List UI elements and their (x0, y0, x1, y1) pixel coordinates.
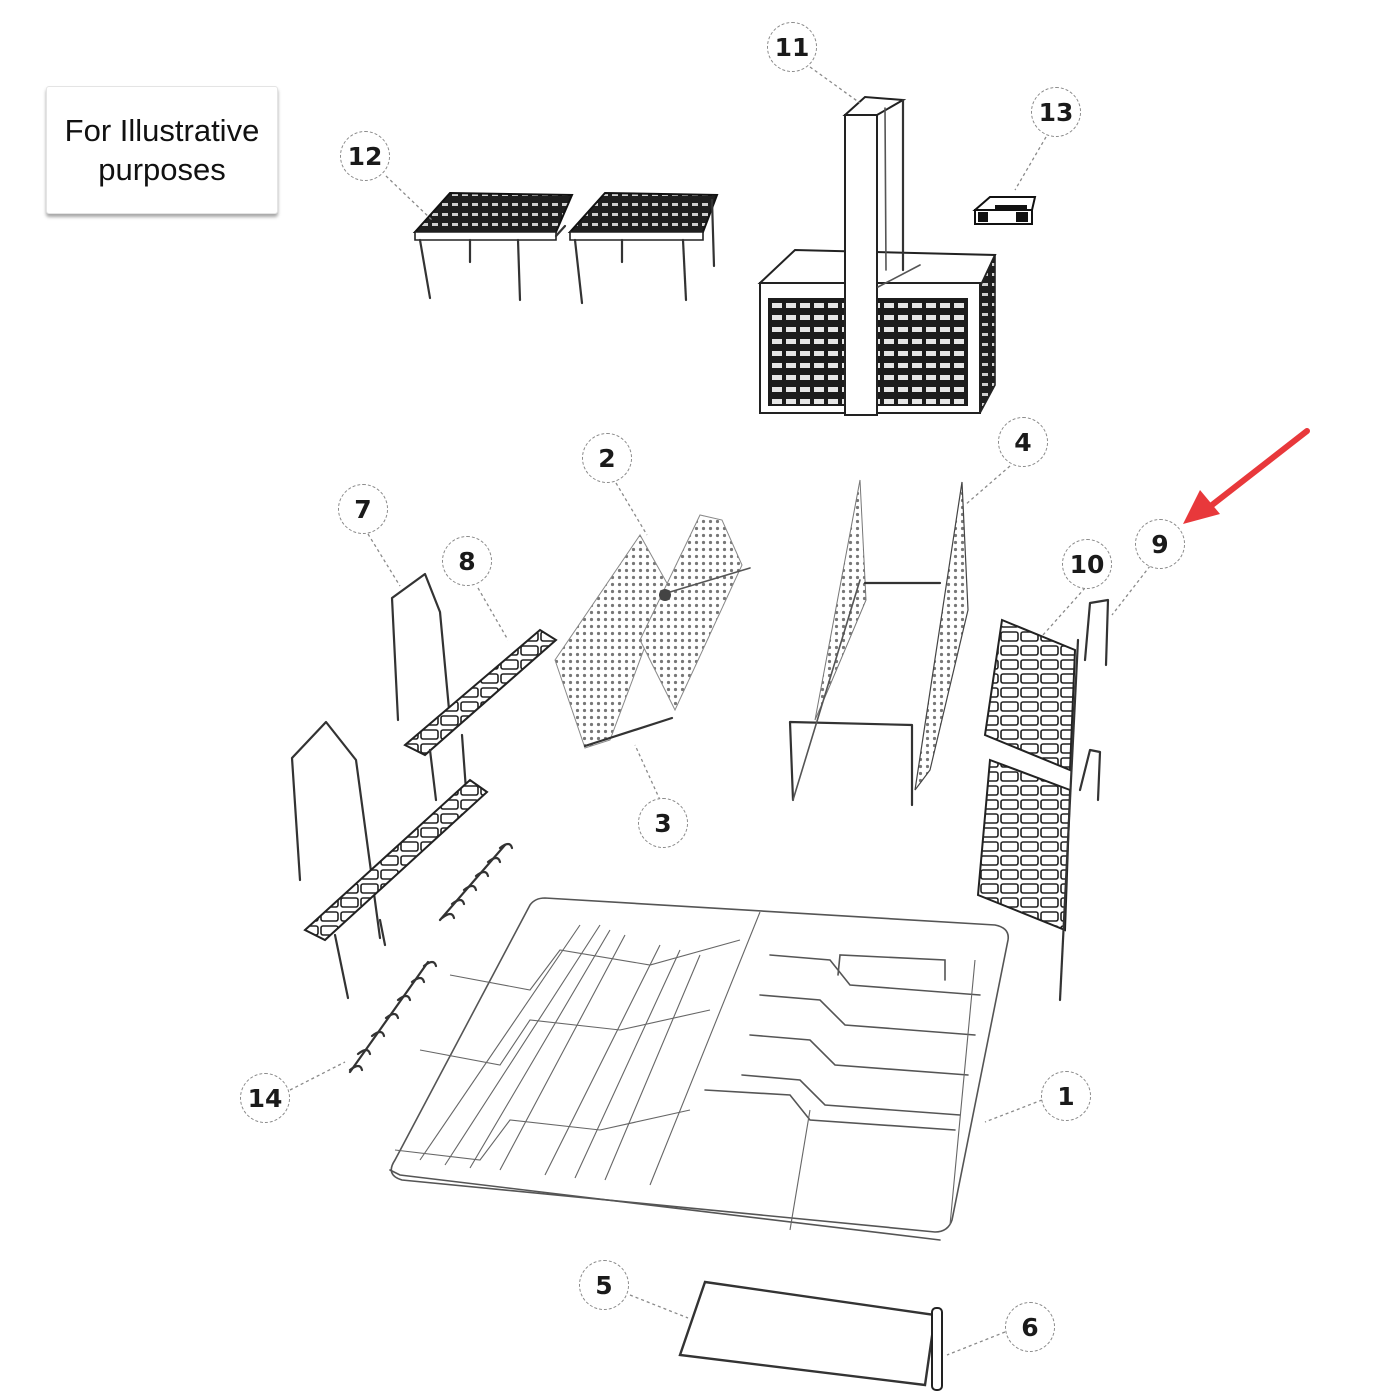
callout-4: 4 (998, 417, 1048, 467)
illustrative-note: For Illustrative purposes (46, 86, 278, 214)
part-1-basket-frame (389, 897, 1010, 1241)
part-14-hook-strips (348, 842, 514, 1074)
leader-lines (289, 66, 1151, 1356)
callout-12: 12 (340, 131, 390, 181)
callout-14: 14 (240, 1073, 290, 1123)
highlight-arrow (1183, 428, 1310, 524)
part-13-insert (972, 196, 1037, 225)
callout-11: 11 (767, 22, 817, 72)
callout-5: 5 (579, 1260, 629, 1310)
part-4-tine-rack (788, 479, 969, 807)
callout-7: 7 (338, 484, 388, 534)
note-line-1: For Illustrative (64, 113, 260, 148)
callout-3: 3 (638, 798, 688, 848)
callout-6: 6 (1005, 1302, 1055, 1352)
part-7-8-cup-shelves (290, 572, 558, 1000)
part-11-cutlery-basket (757, 95, 997, 416)
callout-1: 1 (1041, 1071, 1091, 1121)
callout-2: 2 (582, 433, 632, 483)
callout-8: 8 (442, 536, 492, 586)
callout-10: 10 (1062, 539, 1112, 589)
part-5-6-front-frame (678, 1280, 943, 1391)
part-12-lids (412, 191, 719, 305)
callout-13: 13 (1031, 87, 1081, 137)
part-10-9-side-racks (976, 598, 1110, 1002)
note-line-2: purposes (98, 152, 226, 187)
callout-9: 9 (1135, 519, 1185, 569)
part-2-3-plate-rack (554, 514, 751, 749)
